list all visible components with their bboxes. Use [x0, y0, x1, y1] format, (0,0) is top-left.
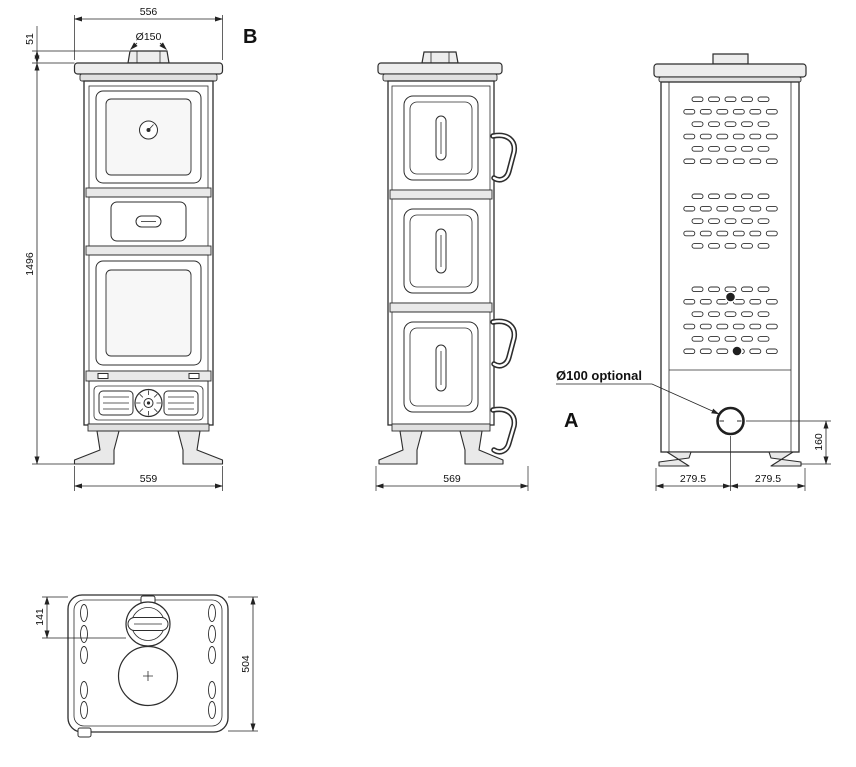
back-outlet-annotation: Ø100 optional — [556, 368, 642, 383]
side-panel-top — [391, 85, 491, 191]
top-view: 141 504 — [34, 594, 258, 738]
back-annotations: Ø100 optional A 160 279.5 279.5 — [556, 368, 831, 491]
front-flue-collar — [127, 50, 170, 64]
top-side-slots — [80, 604, 216, 719]
front-oven-door — [88, 85, 209, 189]
dim-back-outlet-height: 160 — [813, 433, 825, 451]
front-warming-drawer — [88, 196, 209, 247]
front-bottom-trim — [85, 370, 212, 382]
side-door-handle-top — [490, 132, 518, 183]
back-view — [653, 53, 807, 467]
side-leg-rear — [459, 430, 504, 465]
side-top-plate — [377, 62, 503, 75]
dim-top-flue-offset: 141 — [34, 608, 46, 626]
back-flue-outlet — [716, 406, 745, 436]
front-leg-right — [177, 430, 224, 465]
front-trim-band-lower — [85, 245, 212, 256]
front-view — [73, 50, 224, 465]
back-panel — [660, 81, 800, 453]
top-dimensions: 141 504 — [34, 596, 258, 732]
side-leg-front — [378, 430, 423, 465]
front-top-plate-trim — [79, 73, 218, 82]
side-panel-middle — [391, 198, 491, 304]
dim-top-depth: 504 — [240, 655, 252, 673]
top-flue-collar — [125, 595, 171, 647]
side-dimensions: 569 — [375, 466, 529, 491]
front-leg-left — [73, 430, 120, 465]
front-grille-left — [98, 390, 134, 416]
back-leg-right — [768, 451, 802, 467]
front-air-valve — [134, 388, 163, 418]
top-rear-tab — [77, 727, 92, 738]
back-top-plate — [653, 63, 807, 78]
side-door-handle-bottom — [490, 406, 518, 455]
side-panel-bottom — [391, 311, 491, 425]
front-dimensions: 556 51 Ø150 1496 559 — [24, 6, 223, 491]
front-flue-detail — [136, 51, 161, 63]
side-door-handle-middle — [490, 318, 518, 369]
front-firebox-door — [88, 254, 209, 372]
top-hotplate — [117, 645, 179, 707]
dim-front-flue-diameter: Ø150 — [136, 31, 162, 43]
dim-front-flue-height: 51 — [24, 33, 36, 45]
dim-front-base-width: 559 — [140, 473, 158, 485]
back-view-label: A — [564, 410, 578, 432]
dim-front-total-height: 1496 — [24, 252, 36, 276]
back-knob-lower — [731, 345, 743, 357]
front-view-label: B — [243, 26, 257, 48]
dim-back-half-left: 279.5 — [680, 473, 706, 485]
side-flue-collar — [421, 51, 459, 64]
back-leg-left — [658, 451, 692, 467]
front-grille-right — [163, 390, 199, 416]
side-view: 569 — [375, 51, 529, 491]
back-dimensions: 160 279.5 279.5 — [655, 420, 831, 491]
dim-side-depth: 569 — [443, 473, 461, 485]
back-knob-upper — [724, 291, 737, 303]
front-trim-band-upper — [85, 187, 212, 198]
back-ventilation-slots — [683, 96, 778, 355]
dim-back-half-right: 279.5 — [755, 473, 781, 485]
front-base — [87, 423, 210, 432]
dim-front-top-width: 556 — [140, 6, 158, 18]
front-top-plate — [73, 62, 224, 75]
back-flue-stub — [712, 53, 749, 65]
